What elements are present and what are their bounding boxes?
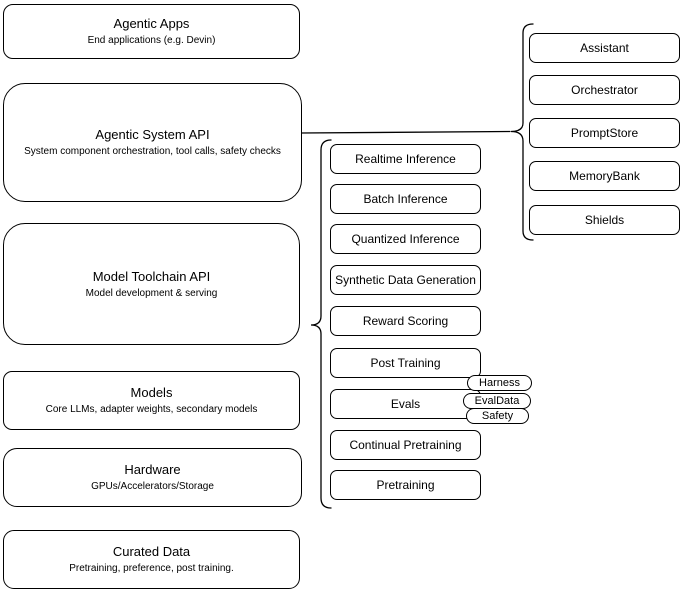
node-batch-inference: Batch Inference [330, 184, 481, 214]
node-assistant: Assistant [529, 33, 680, 63]
node-subtitle: Core LLMs, adapter weights, secondary mo… [45, 404, 258, 415]
system-api-to-components-line [300, 130, 511, 134]
node-title: Agentic Apps [113, 16, 190, 31]
node-continual-pretraining: Continual Pretraining [330, 430, 481, 460]
node-quantized-inference: Quantized Inference [330, 224, 481, 254]
node-agentic-system-api: Agentic System API System component orch… [3, 83, 302, 202]
node-agentic-apps: Agentic Apps End applications (e.g. Devi… [3, 4, 300, 59]
node-pretraining: Pretraining [330, 470, 481, 500]
tag-harness: Harness [467, 375, 532, 391]
node-subtitle: GPUs/Accelerators/Storage [91, 481, 214, 492]
node-reward-scoring: Reward Scoring [330, 306, 481, 336]
toolchain-group-brace [310, 139, 332, 509]
node-title: Models [130, 385, 173, 400]
node-shields: Shields [529, 205, 680, 235]
node-title: Model Toolchain API [92, 268, 211, 284]
tag-evaldata: EvalData [463, 393, 531, 409]
node-title: Curated Data [112, 544, 191, 559]
node-memorybank: MemoryBank [529, 161, 680, 191]
system-components-brace [510, 23, 534, 241]
node-realtime-inference: Realtime Inference [330, 144, 481, 174]
node-subtitle: End applications (e.g. Devin) [87, 35, 216, 46]
node-synthetic-data-generation: Synthetic Data Generation [330, 265, 481, 295]
node-models: Models Core LLMs, adapter weights, secon… [3, 371, 300, 430]
node-subtitle: Pretraining, preference, post training. [69, 563, 234, 574]
node-title: Agentic System API [95, 127, 210, 142]
node-hardware: Hardware GPUs/Accelerators/Storage [3, 448, 302, 507]
node-title: Hardware [124, 462, 181, 477]
node-subtitle: System component orchestration, tool cal… [24, 146, 281, 157]
node-post-training: Post Training [330, 348, 481, 378]
tag-safety: Safety [466, 408, 529, 424]
node-orchestrator: Orchestrator [529, 75, 680, 105]
node-subtitle: Model development & serving [85, 287, 218, 299]
node-promptstore: PromptStore [529, 118, 680, 148]
node-curated-data: Curated Data Pretraining, preference, po… [3, 530, 300, 589]
node-evals: Evals [330, 389, 481, 419]
node-model-toolchain-api: Model Toolchain API Model development & … [3, 223, 300, 345]
